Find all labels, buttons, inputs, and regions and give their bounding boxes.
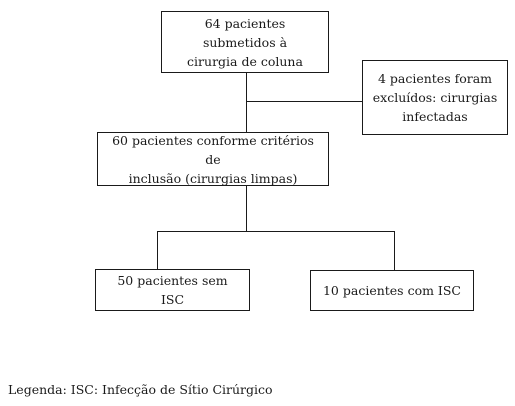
box-with-ssi-text: 10 pacientes com ISC: [322, 283, 461, 298]
box-patients-without-ssi: 50 pacientes sem ISC: [95, 269, 250, 311]
box-excluded-patients: 4 pacientes foram excluídos: cirurgias i…: [362, 60, 508, 135]
legend: Legenda: ISC: Infecção de Sítio Cirúrgic…: [8, 382, 273, 397]
box-without-ssi-text: 50 pacientes sem ISC: [117, 273, 228, 307]
box-included-patients: 60 pacientes conforme critérios de inclu…: [97, 132, 329, 186]
box-included-line2: inclusão (cirurgias limpas): [128, 170, 298, 186]
box-patients-with-ssi: 10 pacientes com ISC: [310, 270, 474, 311]
connector-branch-right: [394, 231, 395, 270]
box-start-line2: cirurgia de coluna: [187, 53, 303, 69]
box-start-patients: 64 pacientes submetidos à cirurgia de co…: [161, 11, 329, 73]
connector-branch-left: [157, 231, 158, 269]
box-excluded-line1: 4 pacientes foram: [377, 71, 493, 86]
box-start-line1: 64 pacientes submetidos à: [202, 15, 288, 50]
connector-branch: [157, 231, 394, 232]
box-excluded-line2: excluídos: cirurgias: [372, 90, 498, 105]
connector-to-excluded: [246, 101, 362, 102]
connector-included-down: [246, 186, 247, 231]
connector-start-to-included: [246, 73, 247, 132]
box-excluded-line3: infectadas: [402, 109, 468, 124]
box-included-line1: 60 pacientes conforme critérios de: [112, 132, 314, 167]
